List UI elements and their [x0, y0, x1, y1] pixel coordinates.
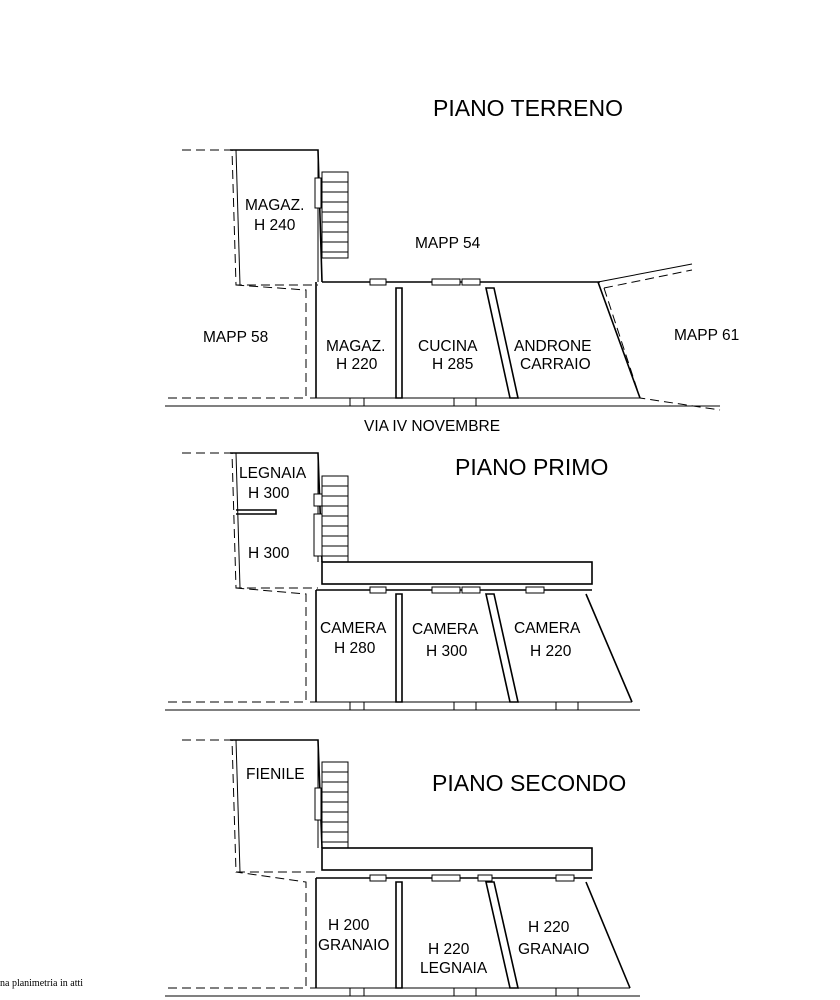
ground-room-magaz-upper-height: H 240	[254, 217, 296, 234]
second-room-granaio-1-height: H 200	[328, 917, 370, 934]
second-boundaries	[165, 871, 640, 997]
first-stair	[321, 475, 349, 563]
ground-stair	[321, 171, 349, 259]
first-floor-plan: PIANO PRIMO	[165, 452, 640, 711]
ground-room-magaz-lower-name: MAGAZ.	[326, 338, 385, 355]
first-boundaries	[165, 587, 640, 711]
footer-note: na planimetria in atti	[0, 978, 83, 989]
first-room-camera-3-height: H 220	[530, 643, 572, 660]
first-back-block	[182, 452, 323, 589]
ground-room-magaz-lower-height: H 220	[336, 356, 378, 373]
ground-room-magaz-upper-name: MAGAZ.	[245, 197, 304, 214]
second-floor-plan: PIANO SECONDO	[165, 739, 640, 997]
ground-floor-plan: PIANO TERRENO	[165, 95, 739, 435]
first-balcony	[321, 561, 593, 585]
second-room-legnaia-height: H 220	[428, 941, 470, 958]
ground-room-androne-line2: CARRAIO	[520, 356, 591, 373]
first-room-camera-2-name: CAMERA	[412, 621, 479, 638]
first-room-legnaia-height: H 300	[248, 485, 290, 502]
street-name: VIA IV NOVEMBRE	[364, 418, 500, 435]
ground-floor-title: PIANO TERRENO	[433, 95, 623, 121]
parcel-mapp-61: MAPP 61	[674, 327, 739, 344]
second-stair	[321, 761, 349, 849]
parcel-mapp-54: MAPP 54	[415, 235, 481, 252]
first-front-rooms	[310, 586, 633, 711]
first-room-legnaia-name: LEGNAIA	[239, 465, 307, 482]
first-room-camera-1-name: CAMERA	[320, 620, 387, 637]
second-balcony	[321, 847, 593, 871]
ground-boundaries	[165, 263, 721, 411]
first-room-camera-3-name: CAMERA	[514, 620, 581, 637]
second-room-granaio-1-name: GRANAIO	[318, 937, 389, 954]
first-room-camera-1-height: H 280	[334, 640, 376, 657]
ground-room-androne-line1: ANDRONE	[514, 338, 592, 355]
second-front-rooms	[310, 874, 631, 997]
first-room-camera-2-height: H 300	[426, 643, 468, 660]
ground-room-cucina-name: CUCINA	[418, 338, 478, 355]
second-room-granaio-2-name: GRANAIO	[518, 941, 589, 958]
second-room-granaio-2-height: H 220	[528, 919, 570, 936]
ground-room-cucina-height: H 285	[432, 356, 473, 373]
parcel-mapp-58: MAPP 58	[203, 329, 268, 346]
first-floor-title: PIANO PRIMO	[455, 454, 608, 480]
ground-back-block	[182, 149, 323, 286]
ground-front-rooms	[310, 278, 641, 407]
second-room-fienile-name: FIENILE	[246, 766, 305, 783]
second-floor-title: PIANO SECONDO	[432, 770, 626, 796]
second-back-block	[182, 739, 323, 873]
second-room-legnaia-name: LEGNAIA	[420, 960, 488, 977]
first-room-back-height: H 300	[248, 545, 290, 562]
